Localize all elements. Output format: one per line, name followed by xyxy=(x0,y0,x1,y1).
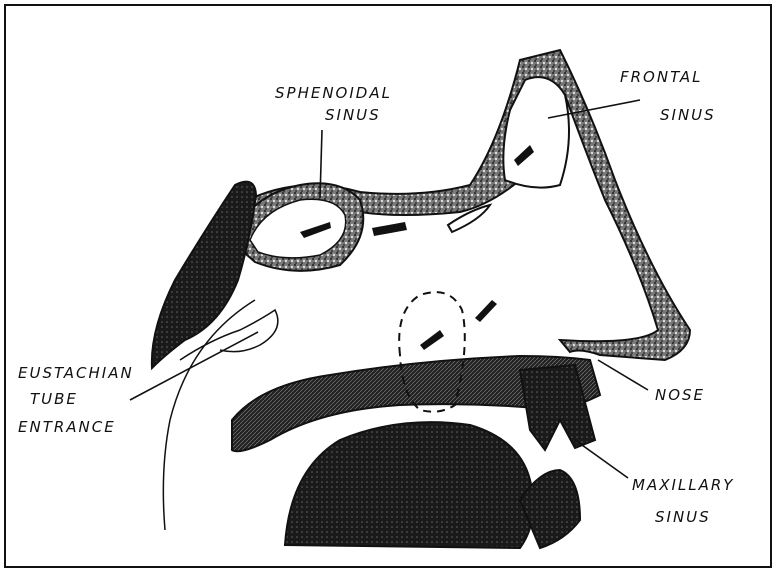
maxillary-leader xyxy=(575,440,628,478)
label-frontal-line1: FRONTAL xyxy=(620,68,702,86)
label-frontal-line2: SINUS xyxy=(660,106,716,124)
label-eustachian-line1: EUSTACHIAN xyxy=(18,364,134,382)
label-maxillary-line1: MAXILLARY xyxy=(632,476,734,494)
label-eustachian-line3: ENTRANCE xyxy=(18,418,116,436)
posterior-wall xyxy=(152,182,256,368)
turbinate-mark-1 xyxy=(372,222,407,236)
label-sphenoidal-line2: SINUS xyxy=(325,106,381,124)
eustachian-leader xyxy=(130,332,258,400)
label-nose: NOSE xyxy=(655,386,705,404)
tongue-mass xyxy=(285,422,533,548)
maxillary-arrow xyxy=(420,330,444,350)
upper-arrow xyxy=(475,300,497,322)
label-sphenoidal-line1: SPHENOIDAL xyxy=(275,84,392,102)
nose-leader xyxy=(598,360,648,390)
label-maxillary-line2: SINUS xyxy=(655,508,711,526)
label-eustachian-line2: TUBE xyxy=(30,390,78,408)
